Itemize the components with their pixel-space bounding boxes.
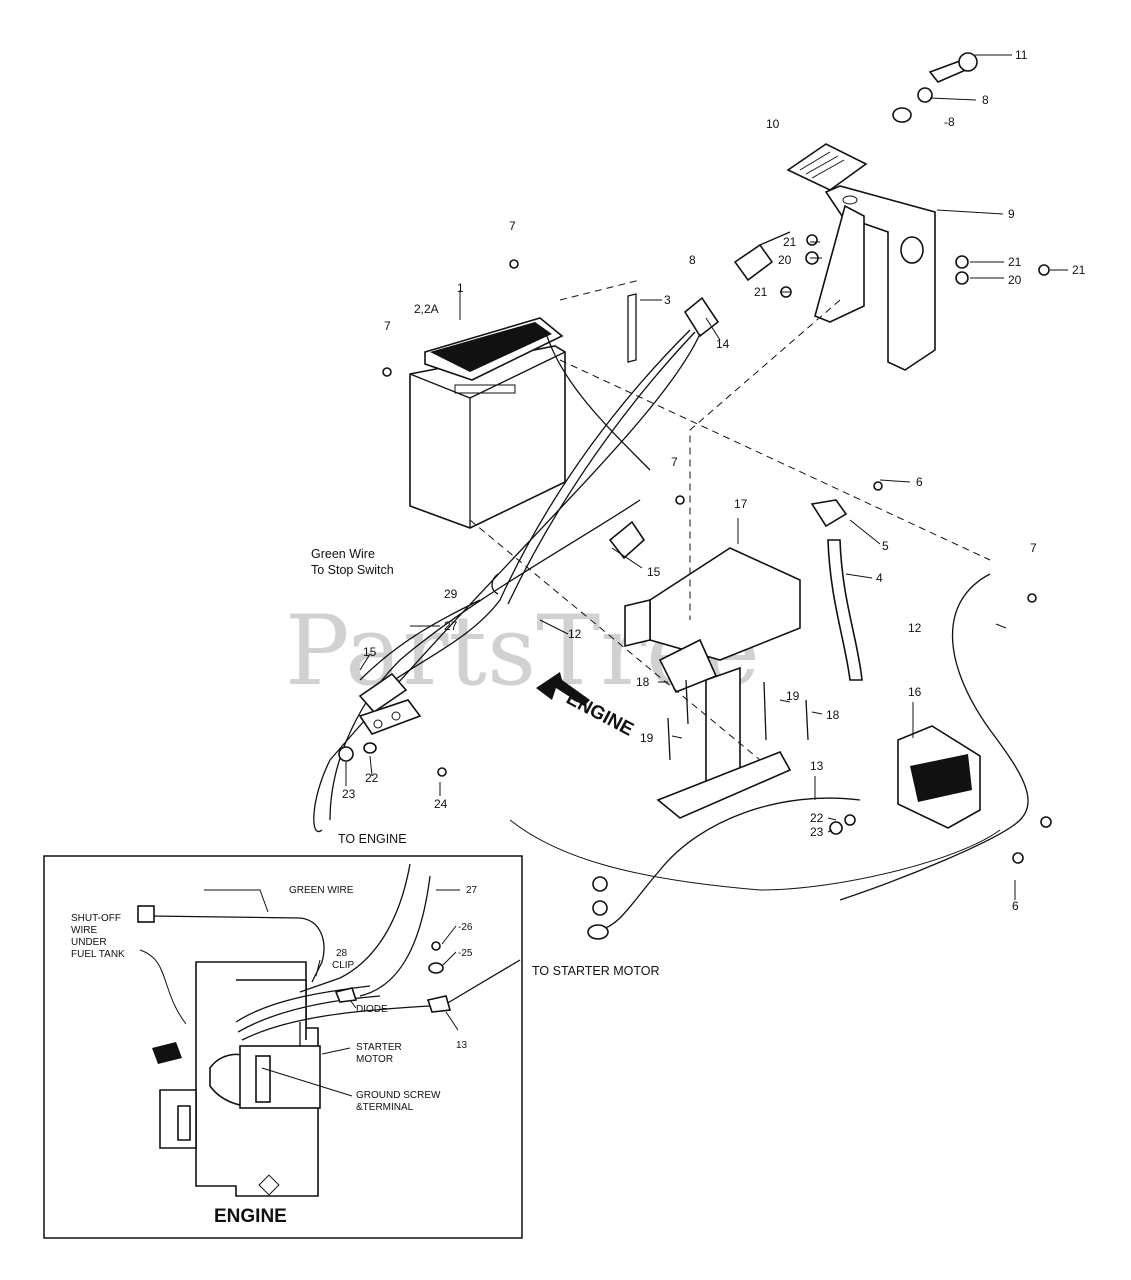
callout-23: 23 [342, 787, 356, 801]
inset-starter-motor: MOTOR [356, 1054, 393, 1065]
callout-24: 24 [434, 797, 448, 811]
leader-lines [345, 54, 1068, 900]
ignition-key [928, 52, 978, 83]
battery [409, 317, 566, 529]
callout-10: 10 [766, 117, 780, 131]
inset-shut-off: FUEL TANK [71, 949, 125, 960]
inset-callout-26: -26 [458, 922, 473, 933]
callout-21: 21 [783, 235, 797, 249]
callout-8: 8 [689, 253, 696, 267]
inset-shut-off: SHUT-OFF [71, 913, 121, 924]
boot-tube [827, 539, 863, 681]
battery-cable [839, 573, 1029, 901]
callout-15: 15 [363, 645, 377, 659]
engine-inset: GREEN WIRE 27 SHUT-OFF WIRE UNDER FUEL T… [43, 855, 523, 1239]
callout-18: 18 [826, 708, 840, 722]
green-wire-note: To Stop Switch [311, 563, 394, 577]
callout-8: -8 [944, 115, 955, 129]
callout-19: 19 [640, 731, 654, 745]
callout-17: 17 [734, 497, 748, 511]
callout-20: 20 [778, 253, 792, 267]
callout-7: 7 [1030, 541, 1037, 555]
inset-callout-27: 27 [466, 885, 478, 896]
callout-29: 29 [444, 587, 458, 601]
ignition-switch [733, 231, 791, 282]
decal [786, 143, 868, 191]
starter-cable [599, 797, 861, 931]
solenoid [897, 725, 981, 829]
washer-icon [892, 107, 912, 123]
callout-3: 3 [664, 293, 671, 307]
callout-22: 22 [810, 811, 824, 825]
callout-12: 12 [568, 627, 582, 641]
mounting-bracket [814, 185, 936, 371]
inset-starter-motor: STARTER [356, 1042, 402, 1053]
callout-7: 7 [509, 219, 516, 233]
callout-21: 21 [754, 285, 768, 299]
terminal-cover [810, 499, 848, 528]
terminal-boot [608, 520, 646, 560]
callout-21: 21 [1008, 255, 1022, 269]
inset-diode-label: DIODE [356, 1004, 388, 1015]
to-starter-motor-note: TO STARTER MOTOR [532, 964, 660, 978]
inset-green-wire: GREEN WIRE [289, 885, 354, 896]
mounting-plate [624, 547, 801, 819]
inset-shut-off: UNDER [71, 937, 107, 948]
hardware [338, 234, 1052, 940]
inset-ground-screw: GROUND SCREW [356, 1090, 441, 1101]
inset-ground-screw: &TERMINAL [356, 1102, 414, 1113]
callout-4: 4 [876, 571, 883, 585]
callout-20: 20 [1008, 273, 1022, 287]
inset-callout-28: 28 [336, 948, 348, 959]
callout-5: 5 [882, 539, 889, 553]
callout-27: 27 [444, 619, 458, 633]
callout-11: 11 [1015, 48, 1028, 62]
callout-7: 7 [671, 455, 678, 469]
callout-19: 19 [786, 689, 800, 703]
callout-21: 21 [1072, 263, 1086, 277]
to-engine-note: TO ENGINE [338, 832, 407, 846]
nut-icon [917, 87, 933, 103]
callout-12: 12 [908, 621, 922, 635]
callout-13: 13 [810, 759, 824, 773]
inset-title: ENGINE [214, 1206, 287, 1227]
switch-connector [683, 296, 720, 338]
callout-7: 7 [384, 319, 391, 333]
callout-2: 2,2A [414, 302, 439, 316]
inset-clip-label: CLIP [332, 960, 355, 971]
callout-1: 1 [457, 281, 464, 295]
inset-callout-13: 13 [456, 1040, 468, 1051]
inset-shut-off: WIRE [71, 925, 97, 936]
callout-22: 22 [365, 771, 379, 785]
callouts: 11 8 -8 10 9 7 8 21 20 21 21 20 21 1 2,2… [311, 48, 1086, 978]
pin [627, 293, 637, 363]
green-wire-note: Green Wire [311, 547, 375, 561]
callout-9: 9 [1008, 207, 1015, 221]
inset-callout-25: -25 [458, 948, 473, 959]
callout-6: 6 [1012, 899, 1019, 913]
callout-8: 8 [982, 93, 989, 107]
ground-strap [358, 672, 422, 735]
callout-16: 16 [908, 685, 922, 699]
callout-14: 14 [716, 337, 730, 351]
callout-15: 15 [647, 565, 661, 579]
callout-23: 23 [810, 825, 824, 839]
callout-6: 6 [916, 475, 923, 489]
callout-18: 18 [636, 675, 650, 689]
